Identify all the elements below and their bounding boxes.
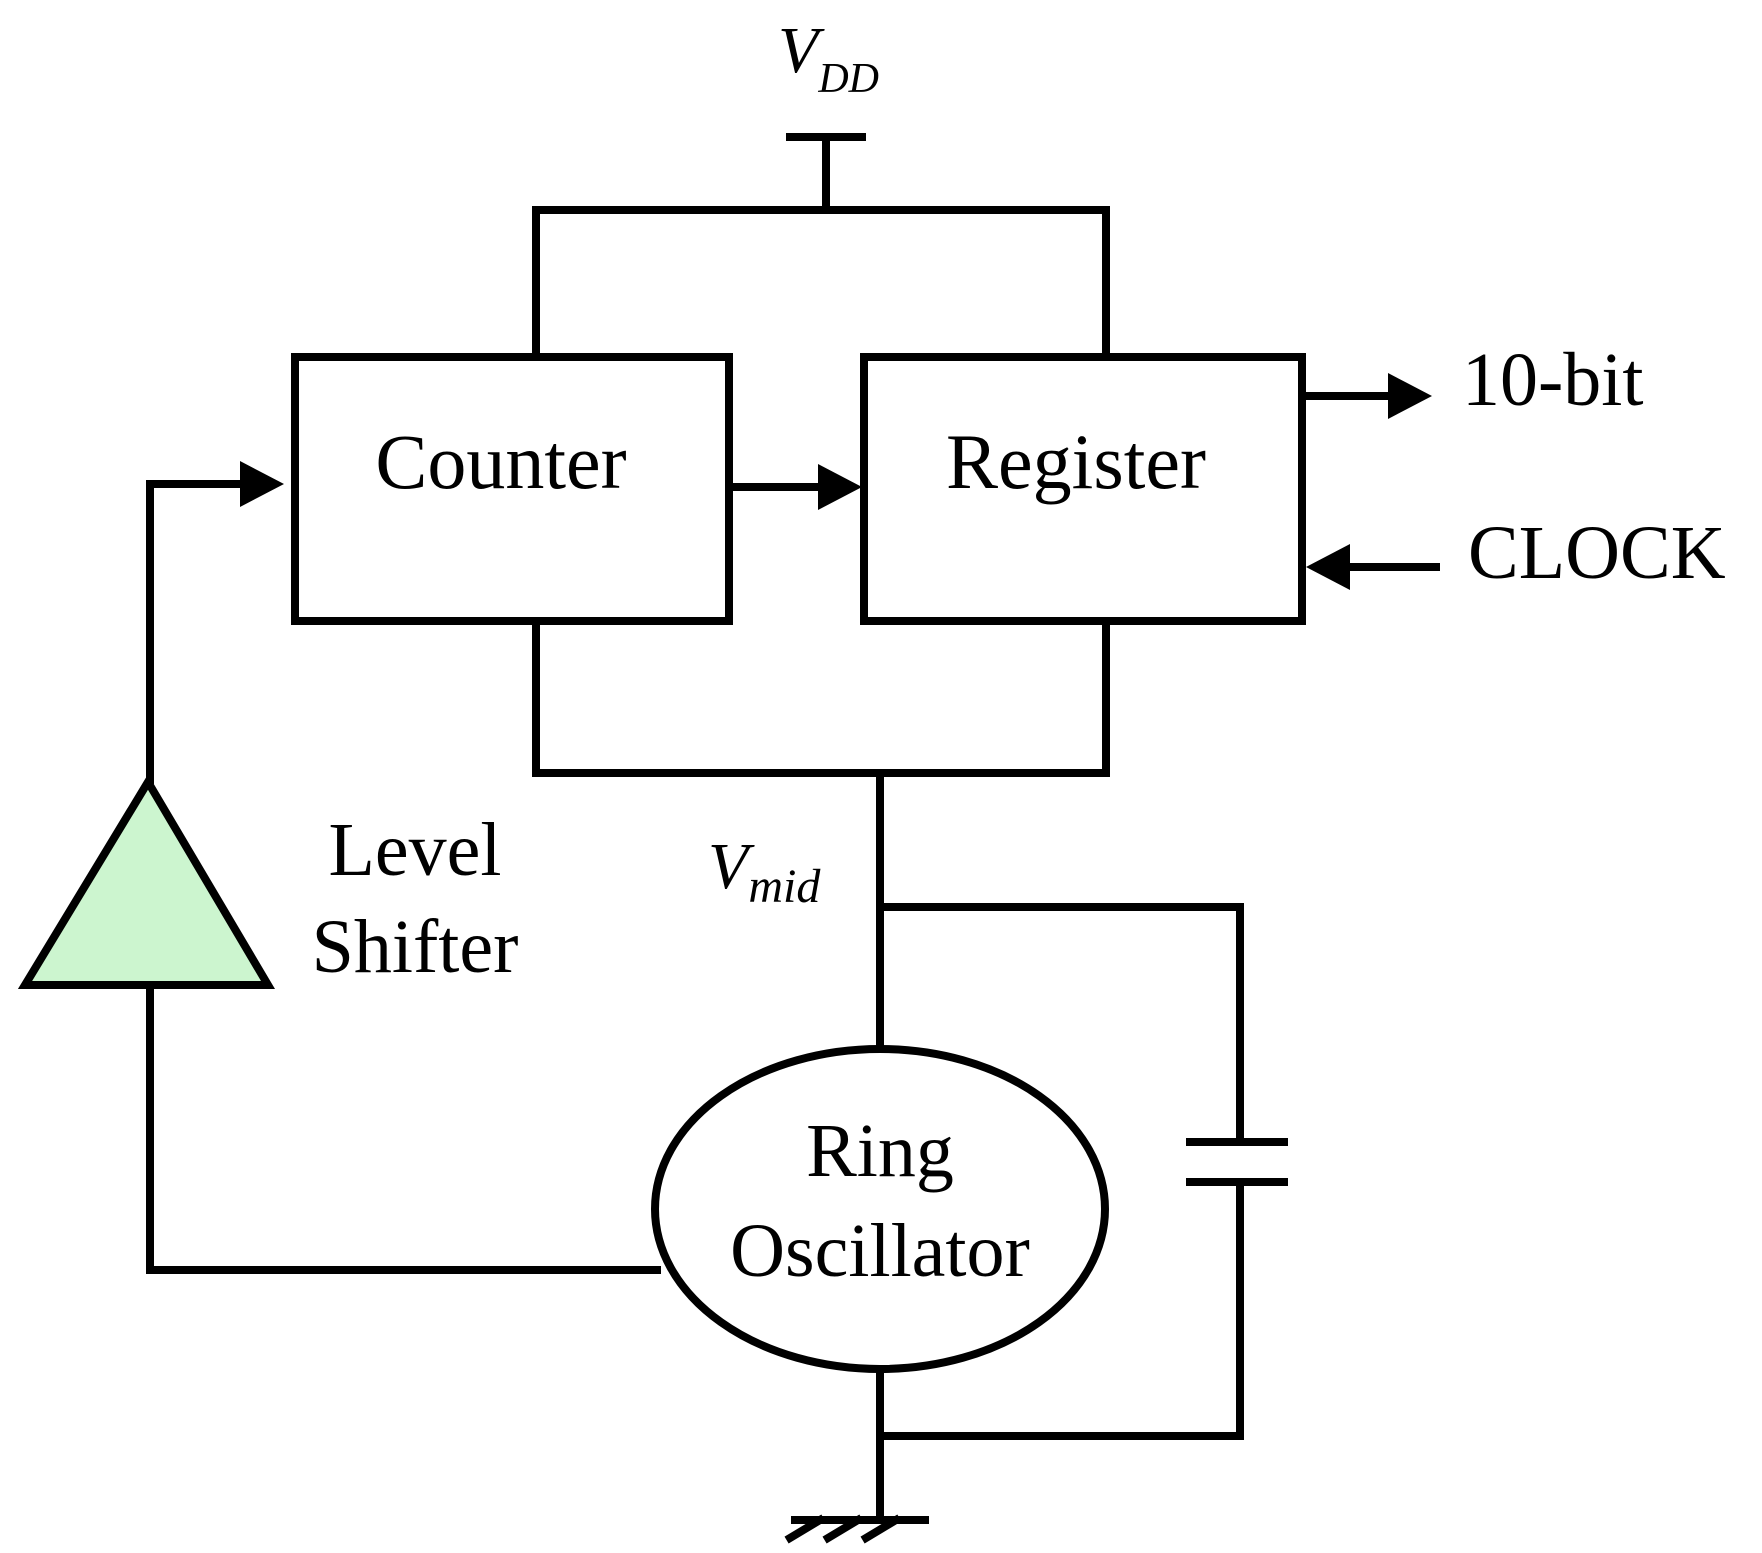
level-shifter-triangle <box>17 774 276 989</box>
output-arrowhead <box>1388 373 1432 419</box>
ground-icon <box>784 1514 929 1544</box>
oscillator-to-level-shifter-wire <box>146 979 661 1274</box>
vmid-label: Vmid <box>708 830 821 913</box>
vmid-label-main: V <box>708 830 755 903</box>
vdd-label: VDD <box>778 14 879 102</box>
vmid-rail <box>532 619 1110 777</box>
counter-block <box>291 353 733 625</box>
vmid-label-sub: mid <box>748 860 821 913</box>
vdd-label-sub: DD <box>817 56 879 102</box>
ring-oscillator-line2: Oscillator <box>730 1209 1030 1293</box>
vdd-rail <box>532 206 1110 359</box>
counter-label: Counter <box>375 418 626 505</box>
level-shifter-to-counter-wire <box>146 480 246 784</box>
level-shifter-to-counter-arrowhead <box>240 461 284 507</box>
clock-arrowhead <box>1306 544 1350 590</box>
register-label: Register <box>946 418 1206 505</box>
register-block <box>860 353 1306 625</box>
vdd-supply-symbol <box>786 133 866 214</box>
ring-oscillator-line1: Ring <box>806 1109 954 1193</box>
level-shifter-line2: Shifter <box>312 905 519 989</box>
clock-label: CLOCK <box>1468 511 1726 595</box>
output-label: 10-bit <box>1462 338 1644 422</box>
level-shifter-line1: Level <box>328 808 501 892</box>
counter-to-register-arrowhead <box>818 464 862 510</box>
capacitor-bottom-wire <box>876 1180 1244 1440</box>
vdd-label-main: V <box>778 14 825 87</box>
capacitor-top-wire <box>876 903 1244 1144</box>
